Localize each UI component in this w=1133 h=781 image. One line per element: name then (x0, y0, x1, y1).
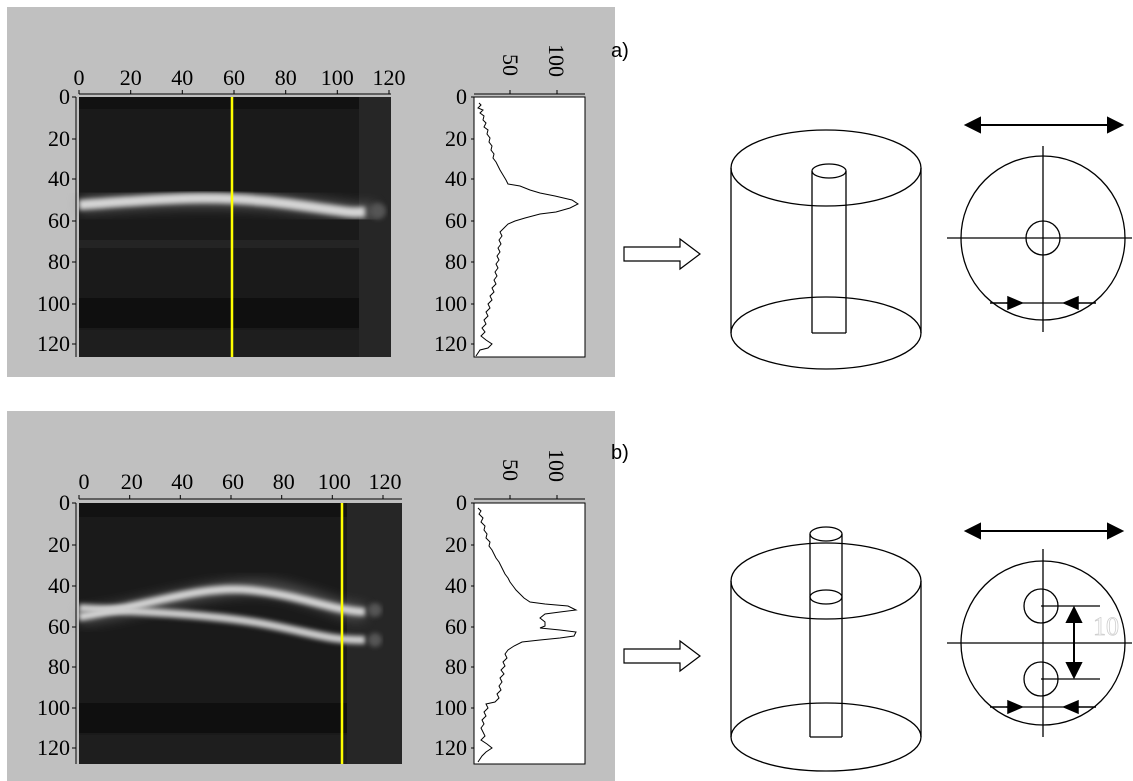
figure-label-b: b) (611, 442, 629, 464)
image-y-tick-label: 60 (48, 208, 70, 233)
profile-y-tick-label: 120 (434, 735, 467, 760)
profile-y-tick-label: 0 (456, 84, 467, 109)
image-y-tick-label: 40 (48, 573, 70, 598)
image-x-tick-label: 100 (318, 469, 351, 494)
image-y-tick-label: 80 (48, 249, 70, 274)
double-arrow-icon (963, 116, 1125, 134)
profile-y-tick-label: 60 (445, 208, 467, 233)
profile-y-tick-label: 20 (445, 532, 467, 557)
profile-y-tick-label: 20 (445, 126, 467, 151)
image-y-tick-label: 0 (59, 490, 70, 515)
intensity-profile-a (473, 96, 586, 358)
image-x-tick-label: 120 (369, 469, 402, 494)
separation-label: 10 (1093, 612, 1119, 641)
profile-y-tick-label: 100 (434, 695, 467, 720)
cylinder-icon (730, 129, 922, 370)
beam-trace-b-upper (78, 585, 366, 621)
beam-image-a (78, 97, 391, 357)
image-y-tick-label: 0 (59, 84, 70, 109)
profile-y-tick-label: 60 (445, 614, 467, 639)
image-y-tick-label: 120 (37, 331, 70, 356)
image-x-tick-label: 120 (373, 65, 406, 90)
beam-image-b (78, 503, 402, 764)
image-y-tick-label: 100 (37, 695, 70, 720)
image-x-tick-label: 100 (321, 65, 354, 90)
image-x-tick-label: 40 (171, 469, 193, 494)
image-y-tick-label: 20 (48, 532, 70, 557)
image-y-tick-label: 40 (48, 166, 70, 191)
image-x-tick-label: 40 (171, 65, 193, 90)
double-arrow-icon (963, 522, 1125, 540)
profile-y-tick-label: 80 (445, 654, 467, 679)
arrow-pair-inward (990, 295, 1096, 311)
profile-y-tick-label: 80 (445, 249, 467, 274)
beam-trace-a (78, 193, 366, 218)
image-y-tick-label: 20 (48, 126, 70, 151)
profile-y-tick-label: 100 (434, 291, 467, 316)
image-y-tick-label: 80 (48, 654, 70, 679)
image-x-axis-a (78, 90, 391, 95)
right-arrow-icon (623, 639, 701, 673)
profile-x-tick-label: 50 (498, 459, 523, 481)
image-x-tick-label: 60 (223, 65, 245, 90)
profile-x-tick-label: 100 (544, 449, 569, 482)
image-x-tick-label: 0 (79, 469, 90, 494)
circle-cross-section-icon (947, 549, 1132, 737)
beam-trace-b-lower (78, 604, 366, 644)
profile-x-tick-label: 100 (544, 44, 569, 77)
circle-cross-section-icon (947, 146, 1132, 332)
separation-arrow (1065, 605, 1083, 680)
profile-y-tick-label: 40 (445, 573, 467, 598)
image-y-axis-a (72, 96, 77, 357)
cylinder-icon (730, 526, 922, 772)
image-x-tick-label: 0 (74, 65, 85, 90)
image-x-tick-label: 60 (222, 469, 244, 494)
profile-x-tick-label: 50 (498, 54, 523, 76)
profile-y-tick-label: 0 (456, 490, 467, 515)
figure-label-a: a) (611, 40, 629, 62)
arrow-pair-inward (990, 699, 1096, 715)
image-y-tick-label: 100 (37, 291, 70, 316)
profile-y-tick-label: 40 (445, 166, 467, 191)
image-y-tick-label: 60 (48, 614, 70, 639)
right-arrow-icon (623, 237, 701, 271)
image-x-tick-label: 20 (120, 65, 142, 90)
image-x-tick-label: 20 (121, 469, 143, 494)
image-y-tick-label: 120 (37, 735, 70, 760)
intensity-profile-b (473, 502, 586, 765)
image-x-tick-label: 80 (275, 65, 297, 90)
image-x-tick-label: 80 (273, 469, 295, 494)
profile-y-tick-label: 120 (434, 331, 467, 356)
